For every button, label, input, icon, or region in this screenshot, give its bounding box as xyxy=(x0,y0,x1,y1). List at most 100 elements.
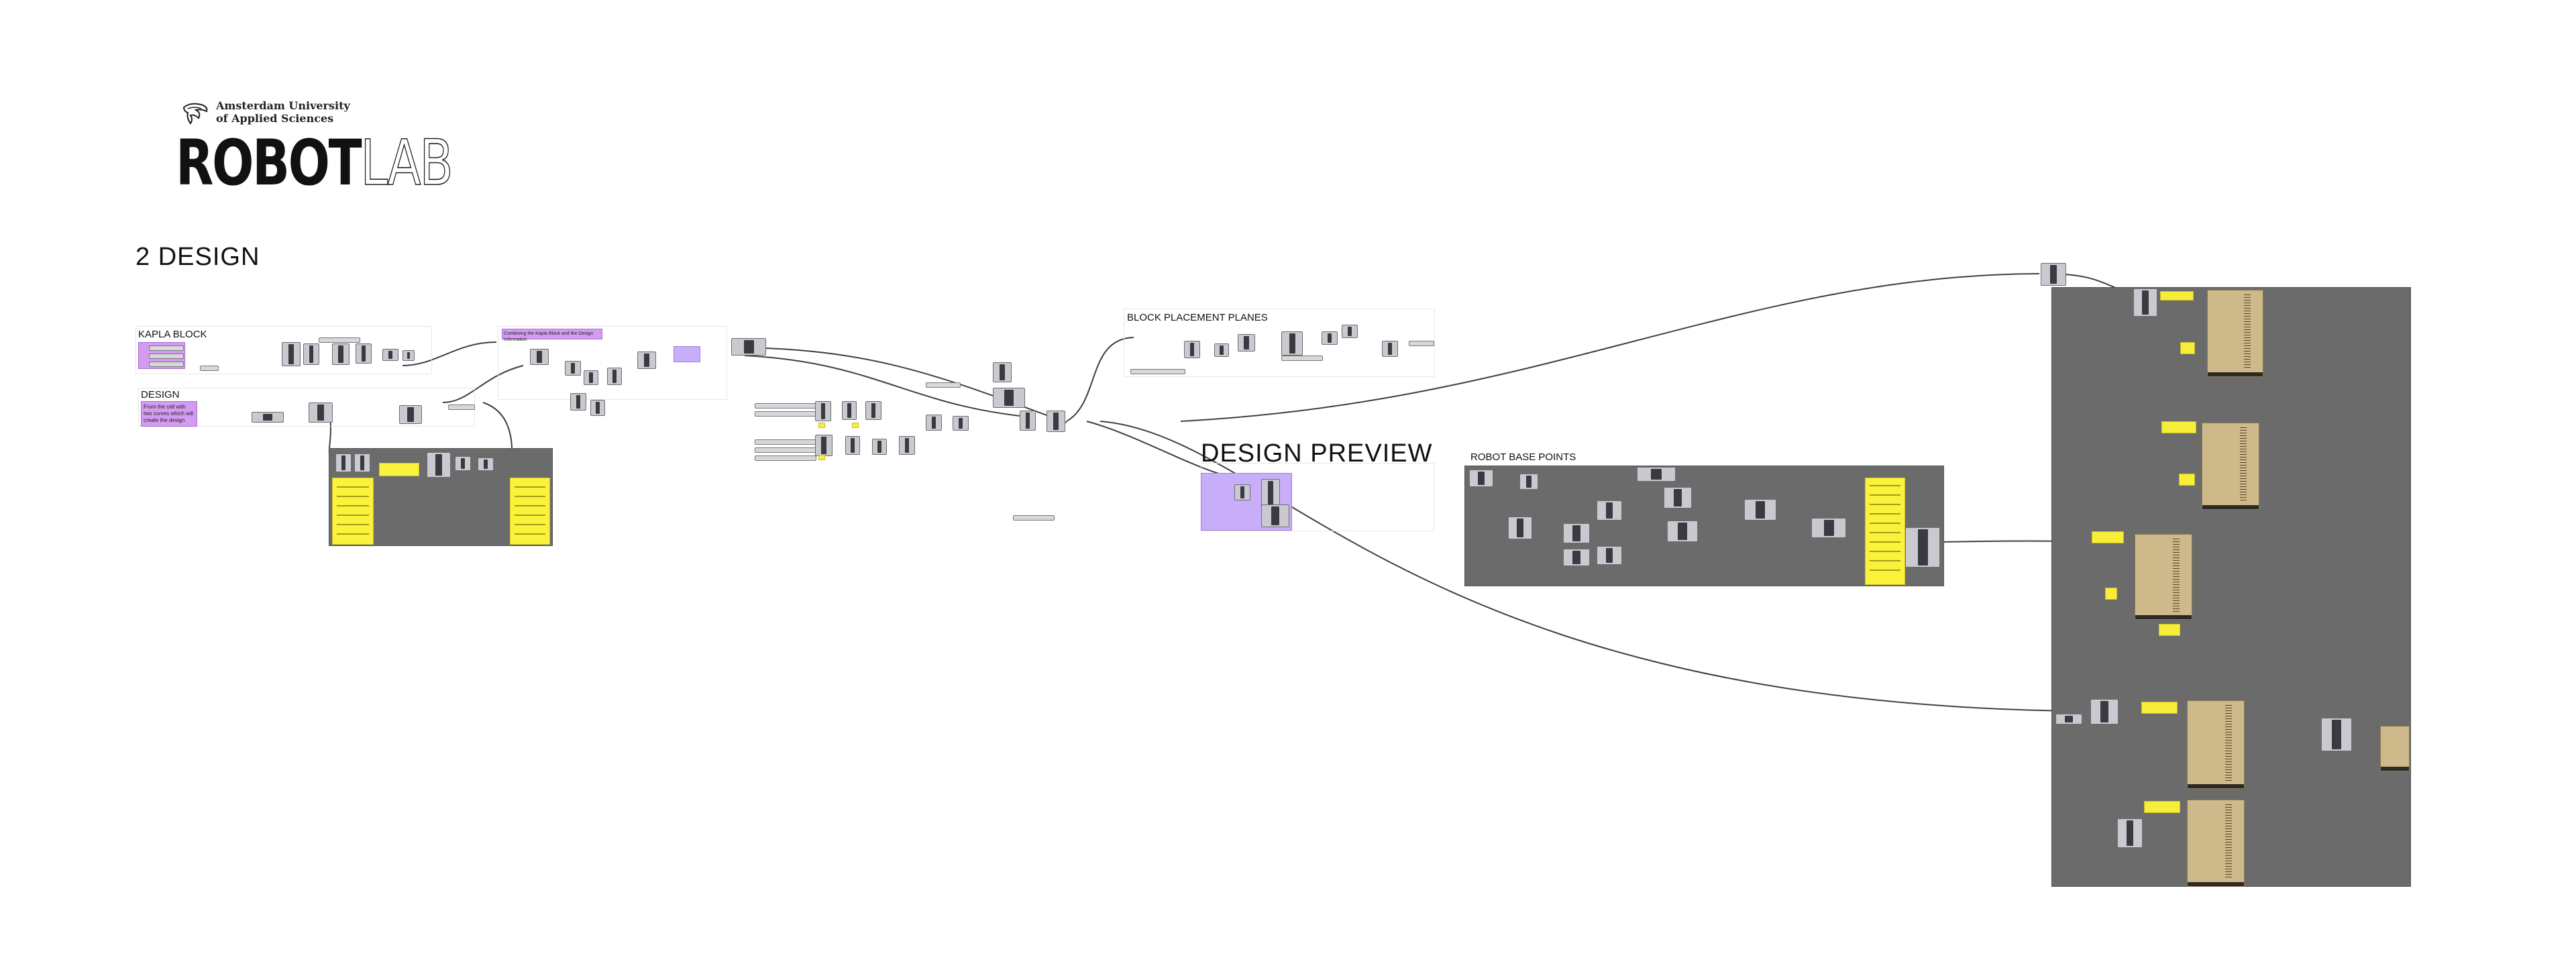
bpp-slider-1[interactable] xyxy=(1130,369,1185,374)
robot-component-4[interactable] xyxy=(2321,718,2352,751)
bpp-slider-2[interactable] xyxy=(1281,356,1323,361)
robot-component-2[interactable] xyxy=(2090,699,2118,724)
combine-component-7[interactable] xyxy=(590,400,605,416)
robot-tag-3 xyxy=(2161,421,2196,433)
robot-output-block[interactable] xyxy=(2380,726,2410,771)
combine-preview[interactable] xyxy=(674,346,700,362)
rbp-component-7[interactable] xyxy=(1597,546,1622,565)
kapla-component-6[interactable] xyxy=(402,350,415,361)
combine-component-1[interactable] xyxy=(530,349,549,365)
robot-block-2[interactable] xyxy=(2202,423,2259,510)
robotlab-logo: Amsterdam University of Applied Sciences… xyxy=(176,95,453,200)
kapla-component-2[interactable] xyxy=(303,343,319,365)
rbp-component-2[interactable] xyxy=(1519,474,1538,490)
rbp-component-13[interactable] xyxy=(1905,527,1940,568)
bpp-component-7[interactable] xyxy=(1382,341,1398,357)
design-component-1[interactable] xyxy=(252,412,284,423)
rbp-component-10[interactable] xyxy=(1667,521,1698,542)
robot-block-4[interactable] xyxy=(2187,700,2245,789)
combine-component-5[interactable] xyxy=(637,352,656,369)
dark-component-3[interactable] xyxy=(427,452,451,478)
design-component-2[interactable] xyxy=(309,402,333,423)
kapla-slider-2[interactable] xyxy=(149,354,184,359)
mid-component-9[interactable] xyxy=(953,416,969,431)
design-data-panel-left[interactable] xyxy=(332,478,374,545)
combine-component-2[interactable] xyxy=(565,361,581,376)
loose-slider[interactable] xyxy=(1013,515,1055,521)
mid-component-4[interactable] xyxy=(815,435,833,456)
dark-component-4[interactable] xyxy=(455,456,471,471)
bpp-component-2[interactable] xyxy=(1214,343,1229,357)
kapla-component-4[interactable] xyxy=(356,343,372,364)
kapla-component-1[interactable] xyxy=(282,342,301,366)
dark-component-2[interactable] xyxy=(354,453,370,472)
mid-component-10[interactable] xyxy=(993,362,1012,382)
mid-component-1[interactable] xyxy=(815,401,831,421)
bpp-component-4[interactable] xyxy=(1281,331,1303,356)
combine-component-3[interactable] xyxy=(584,370,598,385)
mid-component-3[interactable] xyxy=(865,401,881,420)
group-block-placement-planes[interactable] xyxy=(1124,309,1435,377)
bpp-component-1[interactable] xyxy=(1184,341,1200,358)
bpp-output[interactable] xyxy=(1409,341,1434,346)
kapla-slider-1[interactable] xyxy=(149,345,184,351)
preview-component-1[interactable] xyxy=(1234,484,1250,500)
robot-component-3[interactable] xyxy=(2055,714,2082,724)
mid-slider-2[interactable] xyxy=(755,411,816,417)
rbp-component-4[interactable] xyxy=(1563,523,1590,543)
kapla-slider-3[interactable] xyxy=(149,362,184,367)
combine-component-4[interactable] xyxy=(607,368,622,385)
group-kapla-block[interactable] xyxy=(136,326,432,374)
robot-component-1[interactable] xyxy=(2133,288,2157,317)
dark-component-5[interactable] xyxy=(478,457,494,471)
combine-component-8[interactable] xyxy=(731,338,766,356)
combine-component-6[interactable] xyxy=(570,393,586,411)
mid-component-11[interactable] xyxy=(993,388,1025,408)
robot-block-3[interactable] xyxy=(2135,534,2192,620)
mid-slider-3[interactable] xyxy=(755,439,816,445)
mid-component-13[interactable] xyxy=(1046,411,1065,432)
robot-block-1[interactable] xyxy=(2207,290,2263,377)
group-combine[interactable] xyxy=(498,326,727,400)
kapla-component-3[interactable] xyxy=(332,343,350,365)
rbp-component-9[interactable] xyxy=(1664,487,1692,508)
rbp-component-3[interactable] xyxy=(1508,517,1532,539)
bpp-component-5[interactable] xyxy=(1322,331,1338,345)
design-component-3[interactable] xyxy=(399,405,422,424)
rbp-component-8[interactable] xyxy=(1637,467,1676,482)
group-robot-base-points[interactable] xyxy=(1464,466,1944,586)
mid-component-12[interactable] xyxy=(1020,411,1036,431)
rbp-component-6[interactable] xyxy=(1597,500,1622,521)
mid-slider-5[interactable] xyxy=(755,455,816,461)
kapla-slider-top[interactable] xyxy=(319,337,360,343)
kapla-component-5[interactable] xyxy=(382,349,398,361)
robotlab-wordmark: ROBOTLAB xyxy=(176,127,453,200)
mid-slider-1[interactable] xyxy=(755,403,816,409)
mid-component-7[interactable] xyxy=(899,436,915,455)
mid-component-8[interactable] xyxy=(926,415,942,431)
rbp-component-12[interactable] xyxy=(1811,518,1846,538)
robot-component-5[interactable] xyxy=(2117,818,2143,848)
rbp-component-5[interactable] xyxy=(1563,549,1590,566)
robot-block-5[interactable] xyxy=(2187,800,2245,887)
rbp-component-1[interactable] xyxy=(1469,470,1493,487)
rbp-panel[interactable] xyxy=(1865,478,1905,585)
mid-slider-4[interactable] xyxy=(755,447,816,453)
kapla-output-1[interactable] xyxy=(200,366,219,371)
mid-component-5[interactable] xyxy=(845,436,860,455)
robot-top-component[interactable] xyxy=(2041,263,2066,286)
dark-component-1[interactable] xyxy=(335,453,352,472)
design-data-panel-small[interactable] xyxy=(379,463,419,476)
group-robot-cells[interactable] xyxy=(2051,287,2411,887)
mid-component-6[interactable] xyxy=(872,439,887,455)
bpp-component-3[interactable] xyxy=(1238,334,1255,352)
design-output-slider[interactable] xyxy=(448,404,475,410)
mid-component-2[interactable] xyxy=(842,401,857,420)
design-data-panel-right[interactable] xyxy=(510,478,550,545)
rbp-component-11[interactable] xyxy=(1744,499,1776,521)
bpp-component-6[interactable] xyxy=(1342,325,1358,338)
robot-tag-2 xyxy=(2180,342,2195,354)
preview-component-2[interactable] xyxy=(1261,479,1280,507)
preview-component-3[interactable] xyxy=(1261,504,1289,527)
mid-slider-6[interactable] xyxy=(926,382,961,388)
